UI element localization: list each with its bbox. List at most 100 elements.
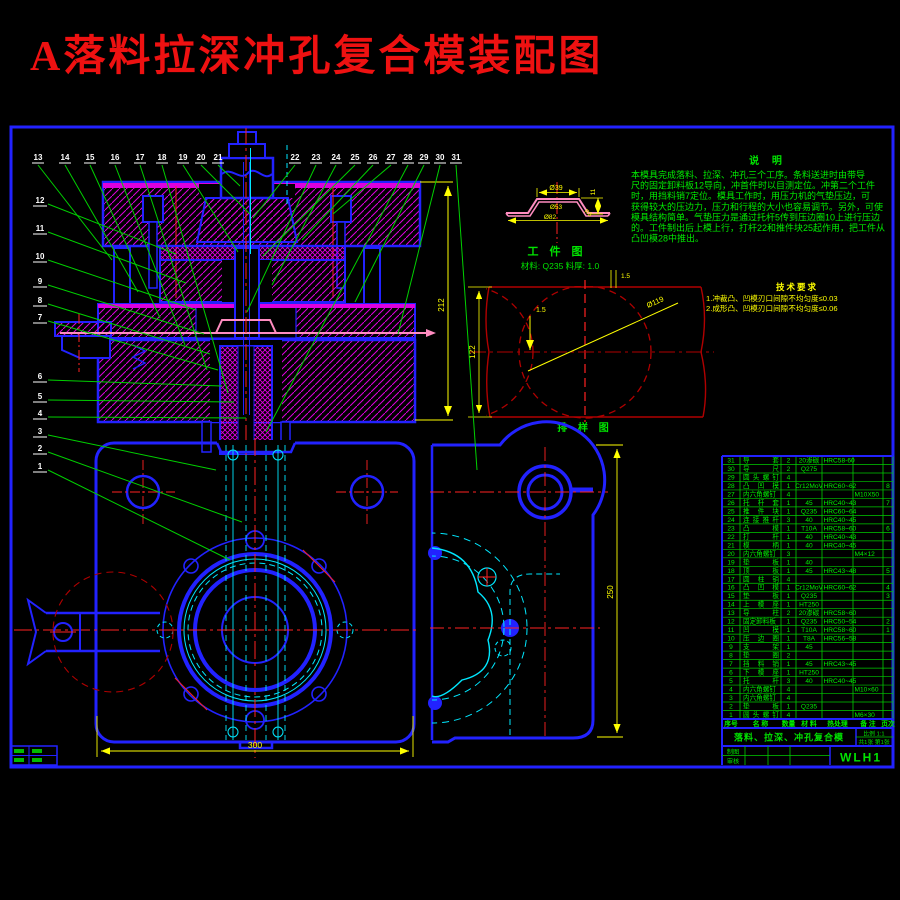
bom-cell: 9 xyxy=(729,644,733,651)
bom-cell: 1 xyxy=(787,704,791,711)
bom-cell: 3 xyxy=(729,695,733,702)
notes-line-5: 模具结构简单。气垫压力是通过托杆5传到压边圈10上进行压边 xyxy=(631,211,880,222)
callout-15: 15 xyxy=(86,153,95,162)
bom-cell: 24 xyxy=(727,517,735,524)
leader-24 xyxy=(271,164,337,286)
bom-header-3: 材 料 xyxy=(801,719,817,728)
svg-text:11: 11 xyxy=(590,188,597,195)
bom-cell: 托杆 xyxy=(743,676,779,685)
callout-16: 16 xyxy=(111,153,120,162)
bom-cell: 支架 xyxy=(743,642,779,651)
bom-cell: 垫圈 xyxy=(743,651,779,660)
bom-cell: 4 xyxy=(729,687,733,694)
bom-cell: 1 xyxy=(787,508,791,515)
bom-cell: 4 xyxy=(787,687,791,694)
bom-cell: 4 xyxy=(886,585,890,592)
bom-cell: 20渗碳 xyxy=(799,455,820,464)
bom-cell: M6×30 xyxy=(855,712,876,719)
bom-cell: 1 xyxy=(787,534,791,541)
bom-cell: 3 xyxy=(886,593,890,600)
bom-cell: 45 xyxy=(805,568,813,575)
bom-cell: 垫板 xyxy=(743,702,779,711)
bom-cell: 挡料销 xyxy=(743,659,779,668)
notes-line-6: 的。工件制出后上模上行，打杆22和推件块25起作用，把工件从 xyxy=(631,222,885,233)
svg-text:1.5: 1.5 xyxy=(536,307,546,314)
bom-cell: 26 xyxy=(727,500,735,507)
workpiece-label: 工 件 图 xyxy=(527,244,586,258)
callout-28: 28 xyxy=(404,153,413,162)
bom-cell: 5 xyxy=(886,568,890,575)
bom-cell: 3 xyxy=(787,517,791,524)
bom-cell: HRC58-60 xyxy=(824,457,855,464)
bom-cell: HRC60~64 xyxy=(824,508,857,515)
bom-cell: 13 xyxy=(727,610,735,617)
svg-text:212: 212 xyxy=(437,298,446,312)
bom-cell: 22 xyxy=(727,534,735,541)
svg-text:Ø119: Ø119 xyxy=(645,294,665,309)
leader-20 xyxy=(200,164,251,215)
leader-29 xyxy=(354,164,425,303)
bom-cell: 压边圈 xyxy=(743,635,779,643)
layout-view: 122 1.5 1.5 Ø119 排 样 图 xyxy=(468,270,714,434)
bom-cell: 1 xyxy=(787,636,791,643)
leader-28 xyxy=(265,164,409,433)
bom-cell: 28 xyxy=(727,483,735,490)
bom-cell: 6 xyxy=(729,670,733,677)
callout-21: 21 xyxy=(214,153,223,162)
bom-cell: 14 xyxy=(727,602,735,609)
bom-cell: 2 xyxy=(787,466,791,473)
callout-25: 25 xyxy=(351,153,360,162)
bom-cell: 1 xyxy=(886,627,890,634)
leader-22 xyxy=(252,164,296,219)
die-shank-flange xyxy=(195,197,299,243)
bom-cell: 40 xyxy=(805,534,813,541)
svg-text:1.5: 1.5 xyxy=(621,273,630,280)
leader-3 xyxy=(47,434,217,471)
bom-cell: 4 xyxy=(787,576,791,583)
bom-cell: 上模座 xyxy=(743,600,779,609)
leader-14 xyxy=(64,164,139,293)
leader-19 xyxy=(182,164,239,253)
bom-cell: 31 xyxy=(727,457,735,464)
bom-cell: Q275 xyxy=(801,466,817,473)
bom-cell: 凸凹模 xyxy=(743,481,779,490)
bom-cell: 1 xyxy=(787,483,791,490)
bom-cell: Q235 xyxy=(801,593,817,600)
callout-2: 2 xyxy=(38,444,43,453)
bom-cell: HRC40~45 xyxy=(824,678,857,685)
bom-cell: 25 xyxy=(727,508,735,515)
tech-line-1: 1.冲裁凸、凹模刃口间隙不均匀度≤0.03 xyxy=(706,293,838,303)
bom-cell: 1 xyxy=(729,712,733,719)
leader-7 xyxy=(47,320,219,371)
svg-text:Ø53: Ø53 xyxy=(550,204,563,211)
drawing-title: A落料拉深冲孔复合模装配图 xyxy=(30,34,604,80)
bom-cell: 凸模 xyxy=(743,523,779,532)
bom-cell: M10×60 xyxy=(855,687,879,694)
callout-27: 27 xyxy=(387,153,396,162)
bom-cell: 下模座 xyxy=(743,668,779,677)
bom-cell: 11 xyxy=(728,627,735,634)
bom-cell: 内六角螺钉 xyxy=(743,489,776,498)
leader-23 xyxy=(246,164,317,313)
dim-250: 250 xyxy=(596,444,623,738)
leader-6 xyxy=(47,379,223,387)
bom-cell: 圆头螺钉 xyxy=(743,710,779,719)
guide-post-left xyxy=(113,247,131,305)
svg-text:Ø39: Ø39 xyxy=(549,185,562,192)
leader-21 xyxy=(217,164,241,187)
bom-cell: M4×12 xyxy=(855,551,876,558)
bom-cell: HRC58~60 xyxy=(824,627,857,634)
bom-cell: Q235 xyxy=(801,508,817,515)
leader-16 xyxy=(114,164,186,346)
tech-line-2: 2.成形凸、凹模刃口间隙不均匀度≤0.06 xyxy=(706,303,838,313)
bom-cell: 29 xyxy=(727,474,735,481)
leader-1 xyxy=(47,469,231,561)
notes-title: 说 明 xyxy=(749,154,787,167)
tech-title: 技术要求 xyxy=(776,282,818,292)
bom-cell: 模柄 xyxy=(743,540,779,549)
bom-cell: HRC58~60 xyxy=(824,525,857,532)
titleblock-scale: 比例 1:1 xyxy=(863,730,884,738)
sheet-border xyxy=(9,125,895,769)
bom-cell: 1 xyxy=(787,661,791,668)
